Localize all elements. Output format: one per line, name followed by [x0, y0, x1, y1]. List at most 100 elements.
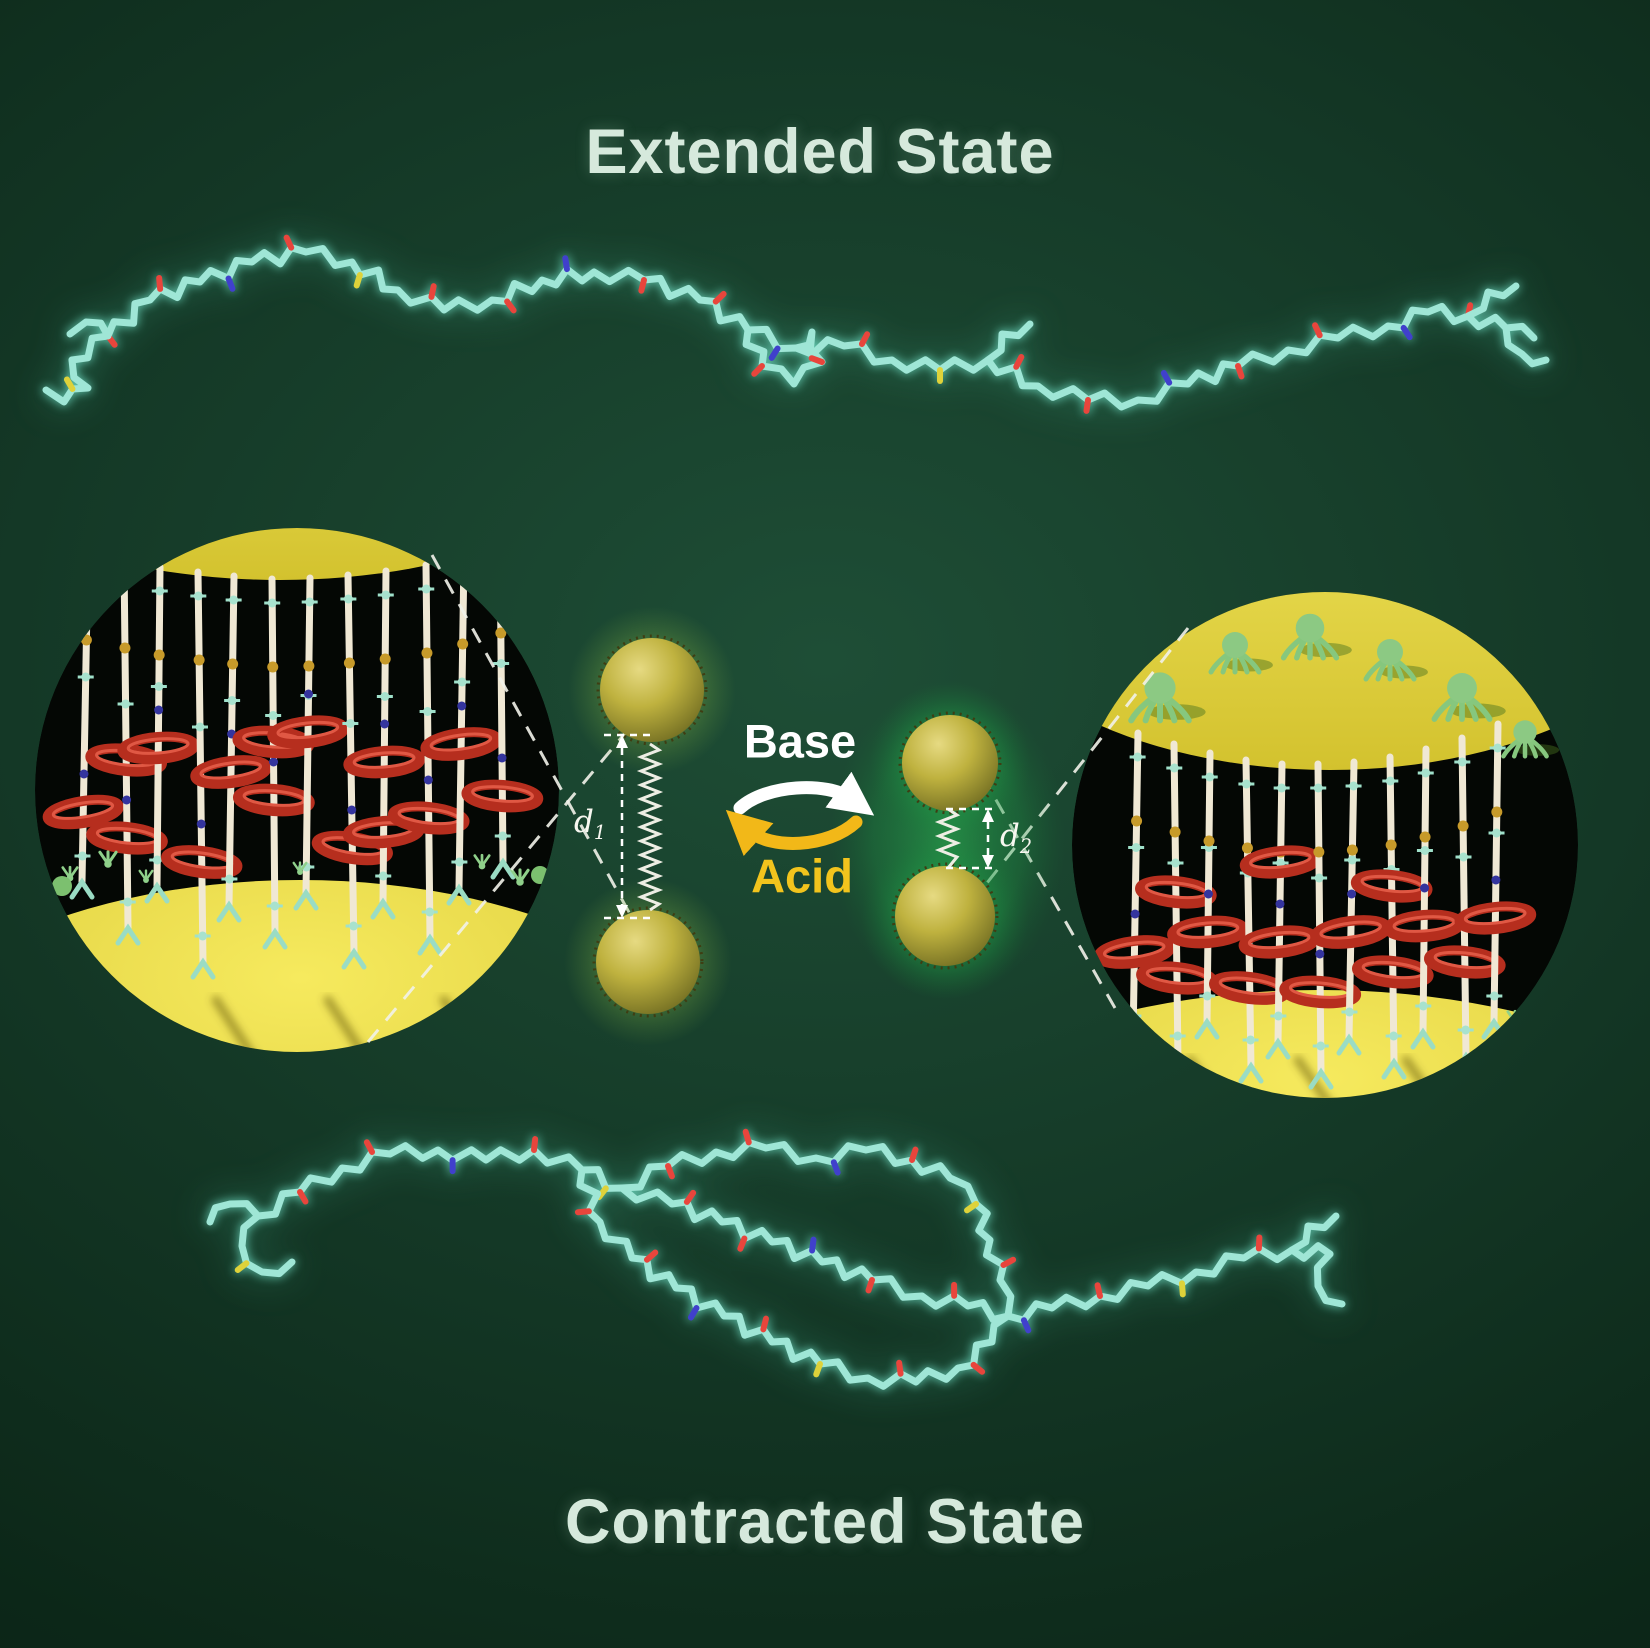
- measure-arrowhead: [982, 809, 994, 822]
- rod-shadow: [1293, 1055, 1351, 1098]
- atom-tick: [760, 1315, 770, 1333]
- connector-bead: [1347, 855, 1357, 865]
- connector-bead: [1131, 843, 1141, 852]
- rod-foot: [1194, 1017, 1220, 1040]
- connector-bead: [83, 571, 93, 581]
- connector-bead: [1489, 991, 1499, 1001]
- atom-tick: [234, 1260, 250, 1273]
- connector-bead: [224, 874, 234, 884]
- connector-bead: [381, 590, 391, 600]
- macrocycle-ring: [343, 745, 426, 779]
- molecule-backbone: [42, 356, 92, 406]
- molecule-backbone: [1502, 324, 1550, 368]
- connector-bead: [1128, 1011, 1138, 1021]
- connector-bead: [1241, 779, 1251, 789]
- rotaxane-axle-rod: [1345, 758, 1358, 1042]
- connector-bead: [1202, 991, 1212, 1001]
- adsorbed-molecule: [308, 483, 331, 506]
- connector-bead: [423, 707, 433, 716]
- tentacle: [453, 533, 467, 556]
- connector-bead: [378, 871, 388, 881]
- macrocycle-ring-highlight: [126, 737, 190, 755]
- atom-tick: [768, 345, 781, 361]
- connector-bead: [1492, 828, 1502, 838]
- rod-shadow: [101, 995, 163, 1052]
- connector-bead: [1344, 1007, 1354, 1017]
- atom-tick: [638, 277, 647, 294]
- macrocycle-ring-highlight: [1463, 906, 1527, 926]
- connector-bead: [1389, 1031, 1399, 1041]
- station-bead: [304, 689, 314, 699]
- left-zoom-inset-extended: [35, 483, 559, 1052]
- connector-bead: [195, 722, 205, 732]
- rod-shadow: [439, 995, 501, 1052]
- connector-bead: [193, 591, 203, 601]
- atom-tick: [428, 283, 437, 300]
- spring-icon: [636, 742, 664, 912]
- acid-label: Acid: [751, 849, 853, 903]
- adsorbed-molecule: [1377, 639, 1403, 665]
- atom-tick: [963, 1201, 979, 1214]
- connector-bead: [343, 594, 353, 604]
- station-bead: [269, 757, 279, 767]
- macrocycle-ring: [42, 794, 124, 830]
- atom-tick: [1013, 354, 1025, 370]
- station-bead: [1420, 883, 1430, 893]
- macrocycle-ring: [1093, 935, 1176, 969]
- surface-molecule-arm: [1128, 1028, 1140, 1044]
- macrocycle-ring-highlight: [1176, 921, 1240, 939]
- macrocycle-ring-highlight: [51, 800, 115, 820]
- atom-tick: [909, 1146, 919, 1163]
- extended-molecule-illustration: [42, 234, 1550, 414]
- gold-stopper-bead: [1241, 842, 1253, 854]
- rotaxane-axle-rod: [302, 574, 314, 897]
- gold-stopper-bead: [119, 642, 131, 654]
- atom-tick: [665, 1163, 675, 1180]
- rotaxane-axle-rod: [1458, 734, 1470, 1060]
- atom-tick: [687, 1305, 700, 1321]
- atom-tick: [865, 1277, 875, 1294]
- tentacle: [309, 499, 320, 520]
- macrocycle-ring: [1279, 975, 1362, 1009]
- adsorbed-molecule: [1447, 673, 1477, 703]
- rod-foot: [216, 900, 242, 923]
- gold-stopper-bead: [343, 657, 355, 669]
- station-bead: [79, 769, 89, 779]
- particle-spikes: [891, 862, 999, 970]
- station-bead: [1315, 949, 1325, 959]
- connector-bead: [454, 857, 464, 867]
- adsorbed-molecule: [1222, 632, 1248, 658]
- gold-stopper-bead: [153, 649, 165, 661]
- gold-stopper-bead: [1169, 826, 1181, 838]
- measure-arrowhead: [616, 735, 628, 748]
- atom-tick: [283, 234, 295, 251]
- d1-distance-label: d1: [574, 804, 606, 844]
- atom-tick: [1094, 1282, 1103, 1299]
- connector-bead: [498, 831, 508, 841]
- macrocycle-ring: [1423, 945, 1506, 979]
- atom-tick: [562, 255, 570, 273]
- gold-stopper-bead: [267, 661, 279, 673]
- surface-molecule: [52, 876, 72, 896]
- rod-foot: [262, 927, 288, 950]
- macrocycle-ring-highlight: [199, 760, 263, 780]
- connector-bead: [421, 584, 431, 594]
- surface-molecule: [531, 866, 549, 884]
- macrocycle-ring: [387, 801, 470, 835]
- surface-molecule: [1126, 1038, 1134, 1046]
- gold-stopper-bead: [303, 660, 315, 672]
- surface-molecule-arm: [144, 869, 154, 882]
- molecule-backbone: [66, 318, 112, 340]
- connector-bead: [1421, 768, 1431, 778]
- nanoparticle-sphere: [902, 715, 998, 811]
- tentacle: [147, 528, 180, 538]
- rotaxane-axle-rod: [496, 541, 507, 866]
- rotaxane-axle-rod: [1242, 756, 1255, 1070]
- station-bead: [122, 795, 132, 805]
- connector-bead: [1493, 743, 1503, 753]
- connector-bead: [1169, 763, 1179, 773]
- connector-bead: [1457, 757, 1467, 767]
- particle-spikes: [592, 906, 704, 1018]
- connector-bead: [1273, 1011, 1283, 1021]
- rotaxane-axle-rod: [1386, 753, 1398, 1066]
